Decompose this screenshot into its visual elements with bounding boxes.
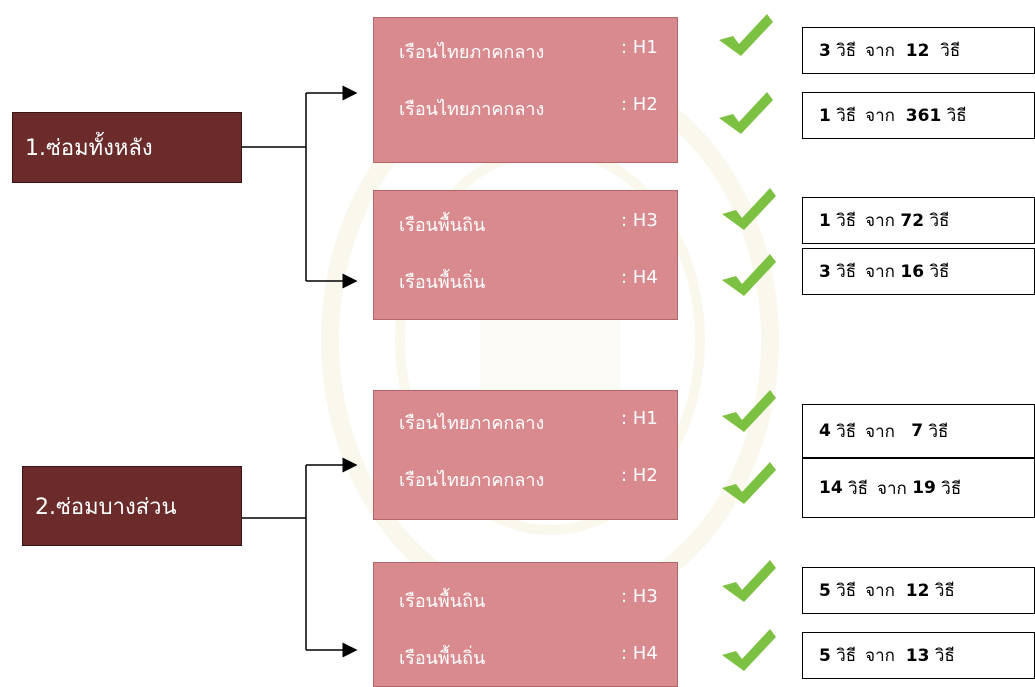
- house-type-label: เรือนไทยภาคกลาง: [399, 470, 545, 491]
- category-label: 2.ซ่อมบางส่วน: [35, 494, 177, 520]
- house-group-central: เรือนไทยภาคกลาง : H1 เรือนไทยภาคกลาง : H…: [373, 390, 678, 520]
- house-type-label: เรือนพื้นถิน: [399, 591, 486, 612]
- house-code: : H4: [621, 643, 658, 664]
- checkmark-icon: [722, 254, 776, 296]
- house-type-label: เรือนพื้นถิ่น: [399, 648, 486, 669]
- category-label: 1.ซ่อมทั้งหลัง: [25, 136, 153, 161]
- result-box: 5 วิธีจาก 13 วิธี: [802, 632, 1035, 679]
- house-group-local: เรือนพื้นถิน : H3 เรือนพื้นถิ่น : H4: [373, 562, 678, 687]
- result-box: 1 วิธีจาก 361 วิธี: [802, 92, 1035, 139]
- house-type-label: เรือนไทยภาคกลาง: [399, 99, 545, 120]
- house-code: : H3: [621, 210, 658, 231]
- checkmark-icon: [719, 92, 773, 134]
- house-type-label: เรือนพื้นถิน: [399, 215, 486, 236]
- house-group-local: เรือนพื้นถิน : H3 เรือนพื้นถิ่น : H4: [373, 190, 678, 320]
- category-full-repair: 1.ซ่อมทั้งหลัง: [12, 112, 242, 183]
- result-box: 4 วิธีจาก 7 วิธี: [802, 404, 1035, 458]
- result-box: 1 วิธีจาก 72 วิธี: [802, 197, 1035, 244]
- result-box: 3 วิธีจาก 12 วิธี: [802, 27, 1035, 74]
- result-box: 14 วิธีจาก 19 วิธี: [802, 458, 1035, 518]
- house-code: : H4: [621, 267, 658, 288]
- checkmark-icon: [722, 390, 776, 432]
- house-code: : H2: [621, 94, 658, 115]
- house-group-central: เรือนไทยภาคกลาง : H1 เรือนไทยภาคกลาง : H…: [373, 17, 678, 163]
- category-partial-repair: 2.ซ่อมบางส่วน: [22, 466, 242, 546]
- result-box: 5 วิธีจาก 12 วิธี: [802, 567, 1035, 614]
- checkmark-icon: [719, 14, 773, 56]
- house-type-label: เรือนไทยภาคกลาง: [399, 413, 545, 434]
- result-box: 3 วิธีจาก 16 วิธี: [802, 248, 1035, 295]
- house-code: : H1: [621, 37, 658, 58]
- house-code: : H2: [621, 465, 658, 486]
- house-type-label: เรือนไทยภาคกลาง: [399, 42, 545, 63]
- house-code: : H1: [621, 408, 658, 429]
- house-code: : H3: [621, 586, 658, 607]
- checkmark-icon: [722, 560, 776, 602]
- checkmark-icon: [722, 188, 776, 230]
- checkmark-icon: [722, 462, 776, 504]
- house-type-label: เรือนพื้นถิ่น: [399, 272, 486, 293]
- checkmark-icon: [722, 629, 776, 671]
